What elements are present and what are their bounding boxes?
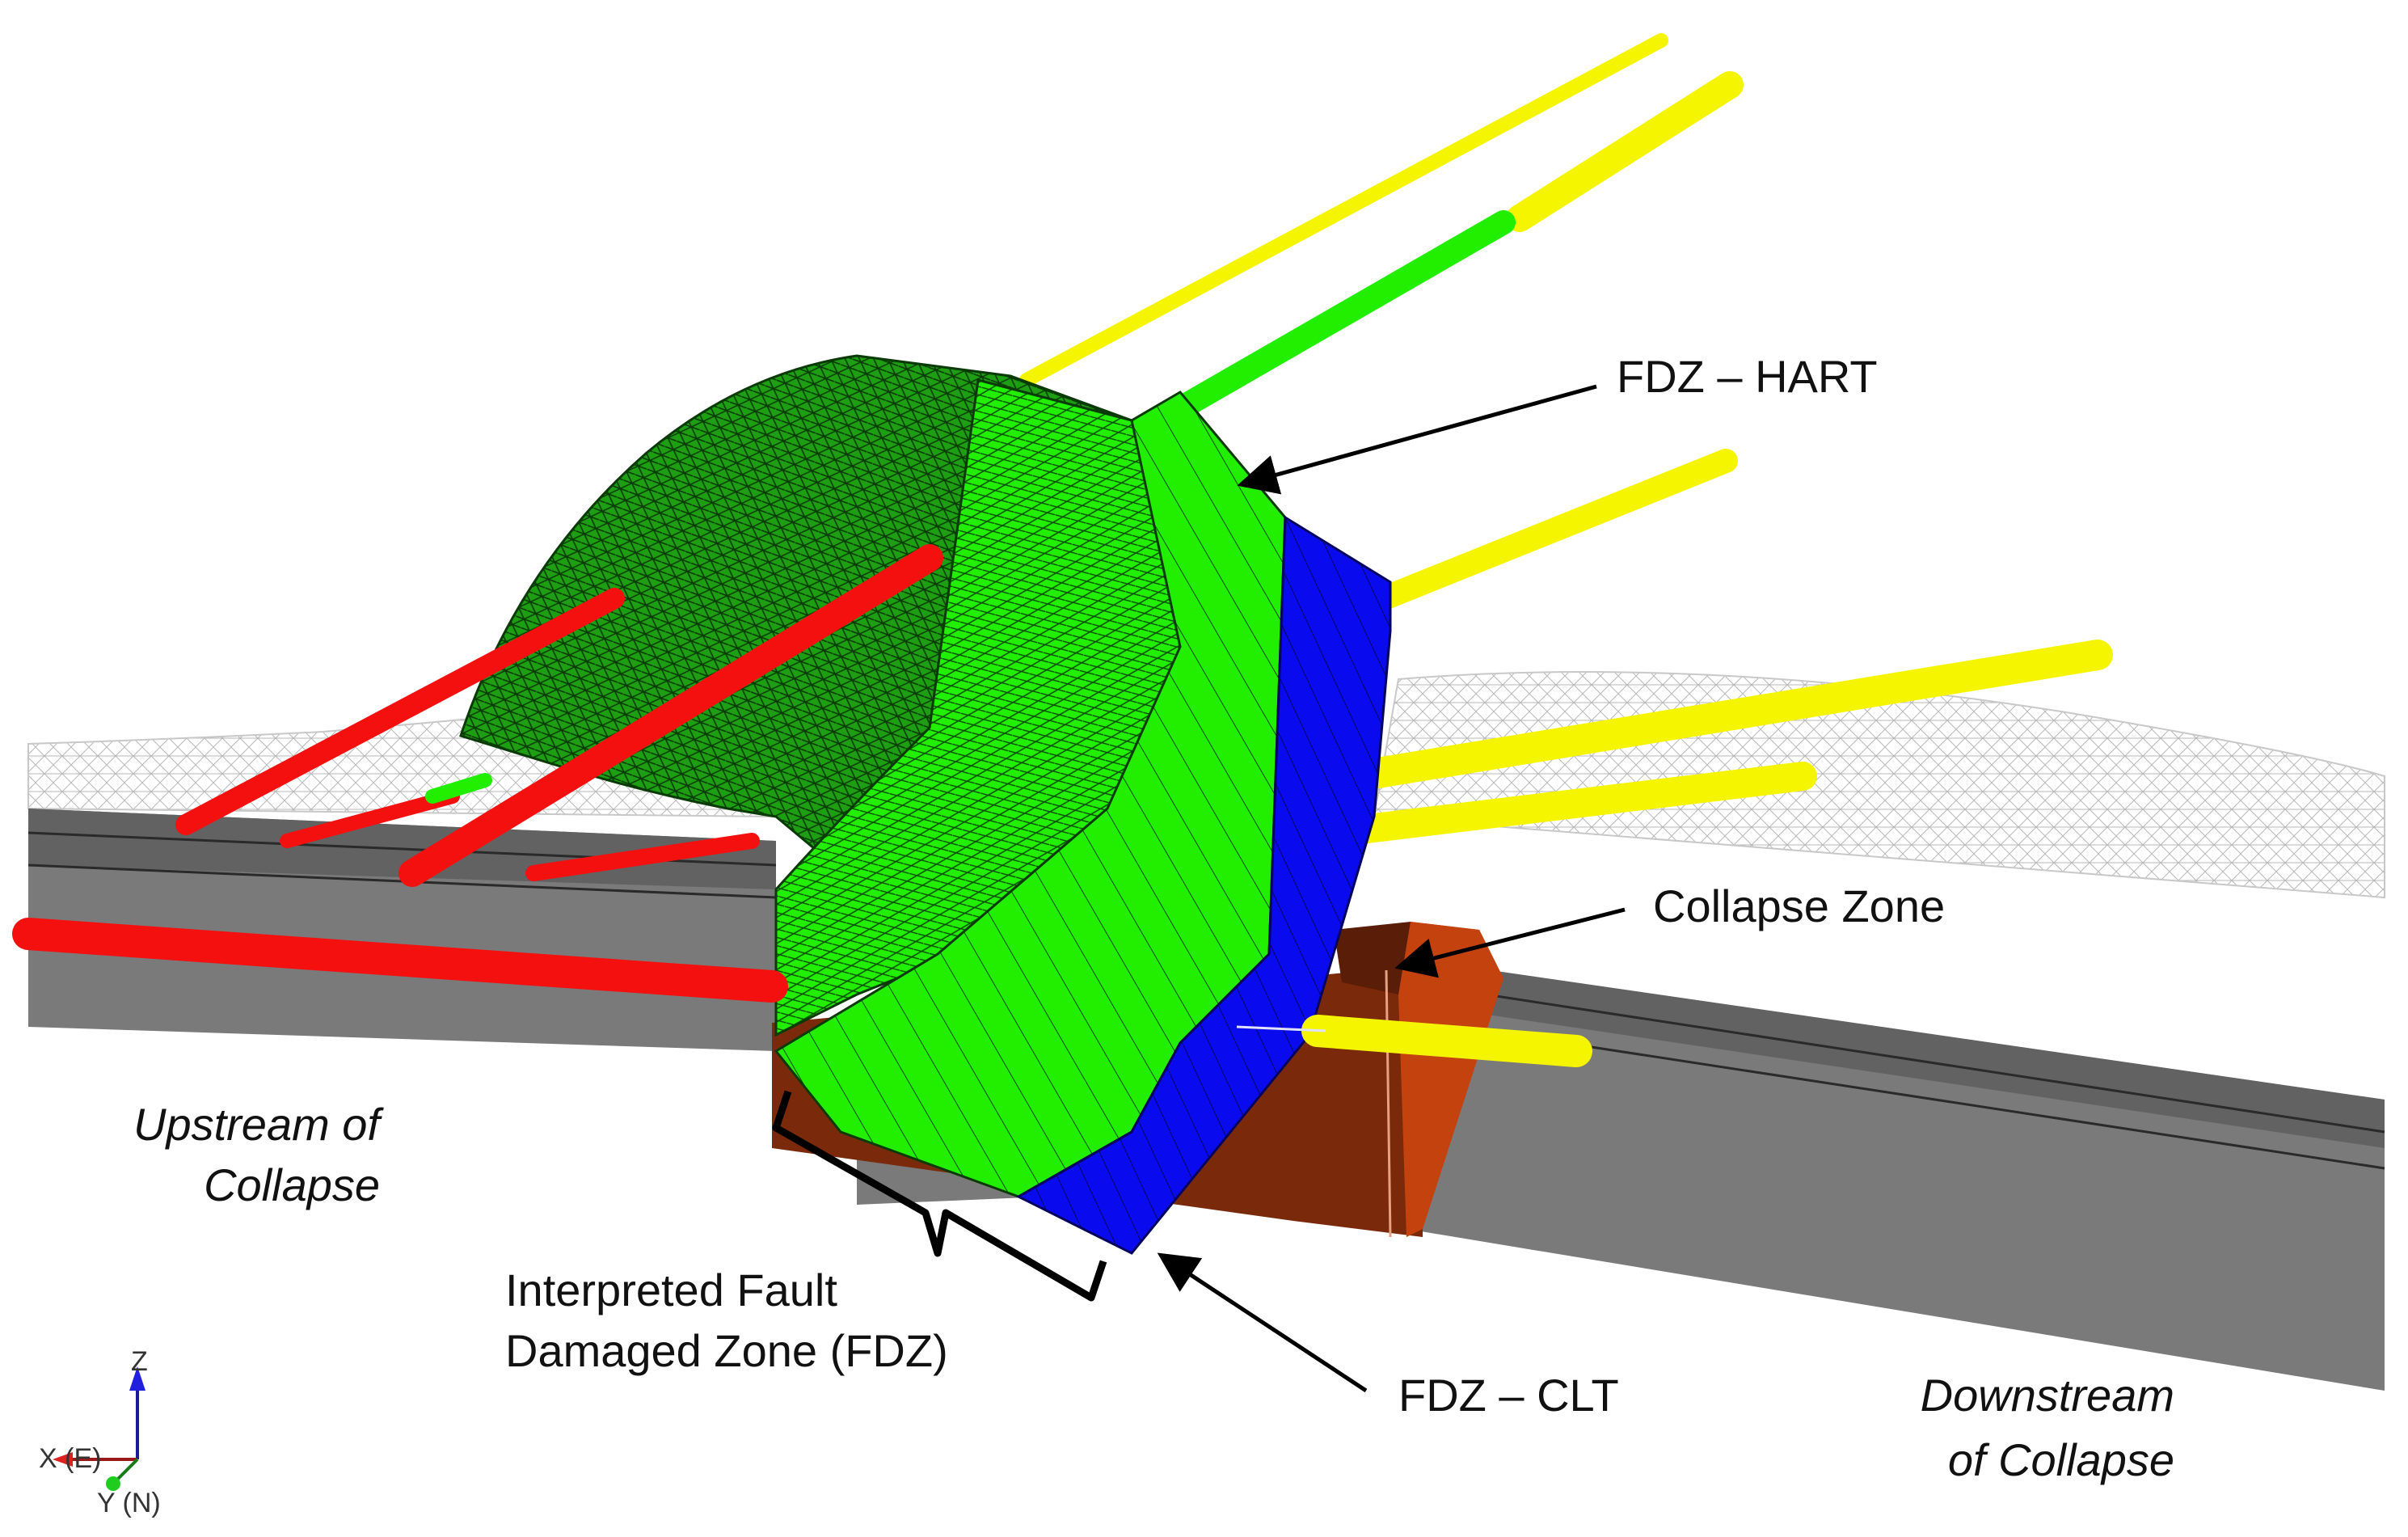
label-upstream-line1: Upstream of — [133, 1099, 384, 1150]
borehole-red-5 — [12, 918, 788, 1003]
borehole-yellow-2 — [1506, 71, 1744, 232]
borehole-hairline — [1236, 1025, 1326, 1032]
borehole-yellow-1 — [1019, 33, 1668, 387]
axis-x-arrowhead — [53, 1452, 73, 1467]
fdz-hart-arrow — [1237, 384, 1597, 495]
label-downstream-line1: Downstream — [1921, 1370, 2174, 1421]
borehole-red-2 — [399, 544, 943, 887]
axis-y-label: Y (N) — [97, 1488, 161, 1518]
label-interpreted-fdz-line1: Interpreted Fault — [505, 1265, 837, 1315]
axis-triad: Z X (E) Y (N) — [39, 1346, 161, 1518]
axis-x-label: X (E) — [39, 1443, 101, 1474]
axis-y-marker — [106, 1476, 120, 1491]
borehole-yellow-5 — [1319, 762, 1817, 847]
label-fdz-clt: FDZ – CLT — [1398, 1370, 1619, 1421]
fdz-clt-arrow — [1157, 1252, 1368, 1393]
label-collapse-zone: Collapse Zone — [1653, 880, 1945, 931]
axis-z-label: Z — [131, 1346, 148, 1377]
collapse-zone-arrow — [1394, 907, 1626, 978]
axis-z-arrowhead — [129, 1366, 145, 1391]
fdz-clt-slab — [1015, 515, 1392, 1255]
fdz-bracket — [772, 1090, 1107, 1302]
borehole-red-1 — [175, 588, 625, 835]
borehole-yellow-4 — [1343, 640, 2113, 792]
borehole-red-4 — [525, 833, 760, 881]
annotation-arrows — [1157, 384, 1626, 1393]
label-fdz-hart: FDZ – HART — [1617, 351, 1878, 402]
yellow-boreholes — [1019, 33, 2113, 847]
label-interpreted-fdz-line2: Damaged Zone (FDZ) — [505, 1325, 948, 1376]
borehole-green-2 — [425, 773, 492, 804]
red-boreholes — [12, 544, 943, 1003]
label-downstream-line2: of Collapse — [1948, 1434, 2174, 1485]
borehole-yellow-3 — [1362, 449, 1738, 614]
borehole-red-3 — [280, 789, 460, 848]
label-upstream-line2: Collapse — [204, 1159, 380, 1210]
borehole-yellow-6 — [1301, 1015, 1592, 1067]
borehole-green-1 — [1120, 210, 1516, 449]
